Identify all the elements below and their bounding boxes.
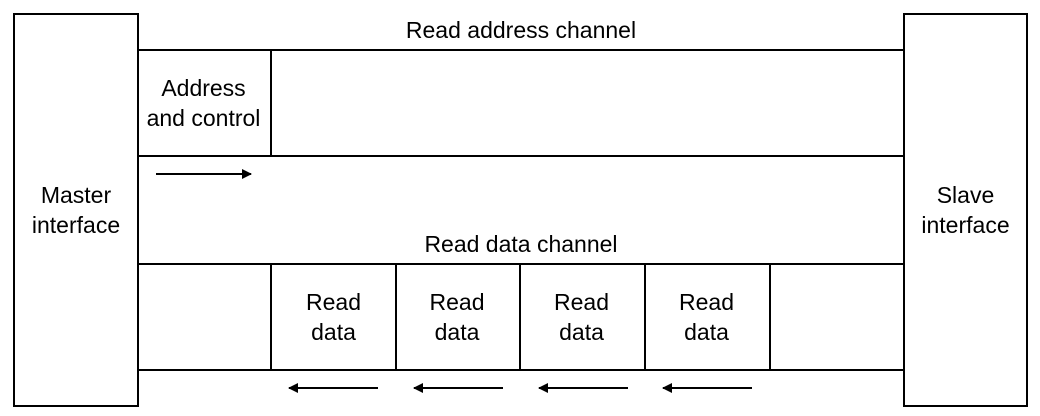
read-data-cell-1: Read data (270, 263, 397, 371)
slave-interface-box: Slave interface (903, 13, 1028, 407)
master-interface-line1: Master (40, 182, 112, 208)
address-control-line1: Address (161, 75, 246, 101)
read-data-line2: data (434, 319, 480, 345)
read-data-channel-title: Read data channel (424, 231, 618, 257)
master-interface-box: Master interface (13, 13, 139, 407)
read-data-line2: data (684, 319, 729, 345)
read-data-line1: Read (679, 289, 734, 315)
read-data-label-3: Read data (519, 265, 644, 369)
address-control-label: Address and control (137, 51, 270, 155)
read-address-channel-top-line (139, 49, 903, 51)
read-data-label-1: Read data (272, 265, 395, 369)
read-data-cell-4: Read data (644, 263, 771, 371)
read-data-line2: data (311, 319, 356, 345)
master-interface-label: Master interface (15, 15, 137, 405)
read-data-label-4: Read data (644, 265, 769, 369)
read-address-channel-bottom-line (139, 155, 903, 157)
slave-interface-line2: interface (921, 212, 1010, 238)
read-data-cell-3: Read data (519, 263, 646, 371)
read-data-cell-2: Read data (395, 263, 521, 371)
read-data-line1: Read (306, 289, 361, 315)
slave-interface-label: Slave interface (905, 15, 1026, 405)
read-address-channel-title: Read address channel (405, 17, 637, 43)
read-data-line1: Read (554, 289, 609, 315)
slave-interface-line1: Slave (936, 182, 995, 208)
address-control-line2: and control (146, 105, 261, 131)
read-data-label-2: Read data (395, 265, 519, 369)
read-data-line1: Read (429, 289, 485, 315)
read-data-line2: data (559, 319, 604, 345)
address-control-cell: Address and control (137, 49, 272, 157)
master-interface-line2: interface (31, 212, 121, 238)
